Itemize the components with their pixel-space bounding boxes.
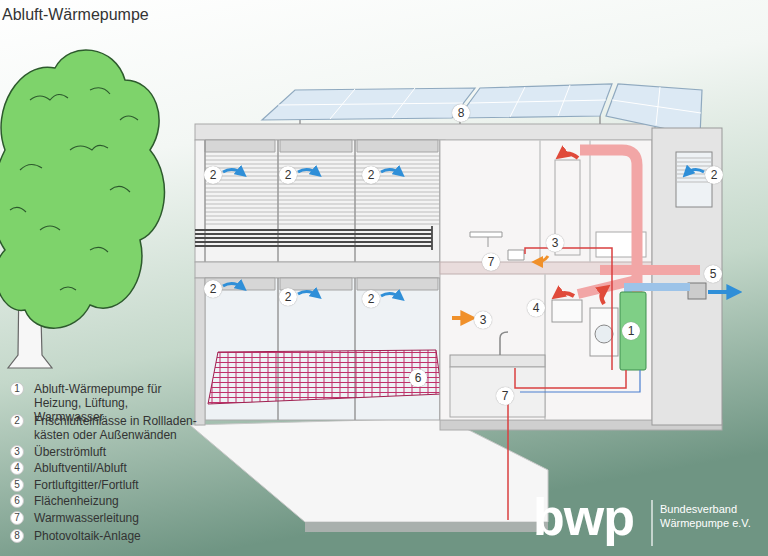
pv-panel (262, 84, 702, 136)
fresh-air-arrow (686, 169, 704, 174)
floor-heating (208, 350, 442, 404)
floor-plate (190, 418, 548, 522)
hot-water-line (508, 248, 626, 520)
logo-text: bwp (533, 490, 634, 544)
upper-facade (195, 140, 445, 262)
callout-number: 8 (452, 104, 470, 122)
logo-caption: Bundesverband Wärmepumpe e.V. (660, 502, 765, 530)
transfer-air-arrow (536, 256, 548, 262)
callout-number: 2 (279, 166, 297, 184)
legend-number: 7 (10, 511, 24, 525)
callout-number: 3 (474, 311, 492, 329)
callout-number: 1 (622, 322, 640, 340)
callout-number: 6 (409, 369, 427, 387)
fresh-air-arrow (298, 169, 318, 174)
floor-slab (195, 262, 445, 278)
fresh-air-arrow (381, 169, 401, 174)
legend-number: 3 (10, 445, 24, 459)
callout-number: 2 (362, 290, 380, 308)
shutter-box (205, 140, 438, 152)
callout-number: 2 (204, 280, 222, 298)
legend-entry: Fortluftgitter/Fortluft (34, 478, 234, 492)
fresh-air-arrow (223, 283, 243, 288)
callout-number: 4 (527, 299, 545, 317)
kitchen-counter (450, 355, 545, 367)
logo-divider (651, 500, 652, 546)
legend-number: 6 (10, 494, 24, 508)
partition-wall (540, 140, 590, 420)
callout-number: 2 (279, 288, 297, 306)
transfer-air-arrow (452, 316, 470, 320)
callout-number: 7 (482, 253, 500, 271)
fresh-air-arrow (381, 293, 401, 298)
outer-wall (652, 128, 722, 425)
washing-machine-door (595, 325, 613, 343)
balcony-rail (195, 226, 432, 250)
wall-cabinet (552, 300, 582, 322)
fresh-air-arrow (223, 169, 243, 174)
roof-slab (195, 124, 655, 140)
exhaust-arrow (556, 293, 574, 296)
faucet (500, 332, 508, 355)
outgoing-air-duct (628, 287, 690, 292)
shutter-box (205, 278, 438, 290)
exhaust-arrow (601, 288, 606, 304)
legend-entry: Abluftventil/Abluft (34, 461, 234, 475)
legend-number: 1 (10, 382, 24, 396)
callout-number: 5 (704, 265, 722, 283)
legend-number: 5 (10, 478, 24, 492)
tree-canopy (0, 50, 164, 328)
legend-number: 4 (10, 461, 24, 475)
window-frame (205, 140, 440, 262)
callout-number: 3 (546, 234, 564, 252)
callout-number: 7 (496, 387, 514, 405)
legend-entry: Frischlufteinlässe in Rollladen- kästen … (34, 414, 234, 442)
callout-number: 2 (204, 166, 222, 184)
callout-number: 2 (705, 166, 723, 184)
legend-entry: Warmwasserleitung (34, 511, 234, 525)
cold-water-line (520, 370, 640, 392)
corner-column (195, 278, 205, 425)
pv-grid (278, 85, 701, 125)
shutter-slats (205, 156, 440, 224)
outgoing-air-arrow (708, 290, 736, 294)
callout-number: 2 (362, 166, 380, 184)
legend-entry: Flächenheizung (34, 494, 234, 508)
tree-sketch (10, 88, 138, 290)
fresh-air-arrow (298, 291, 318, 296)
heat-pump-unit (620, 292, 646, 370)
washing-machine (590, 308, 618, 356)
diagram-title: Abluft-Wärmepumpe (2, 6, 149, 24)
legend-entry: Überströmluft (34, 445, 234, 459)
legend-number: 8 (10, 529, 24, 543)
legend-entry: Photovoltaik-Anlage (34, 529, 234, 543)
exhaust-duct (578, 270, 700, 294)
exhaust-arrow (560, 153, 578, 158)
exhaust-grille (688, 283, 706, 299)
slab-edge (305, 522, 548, 532)
legend-number: 2 (10, 414, 24, 428)
